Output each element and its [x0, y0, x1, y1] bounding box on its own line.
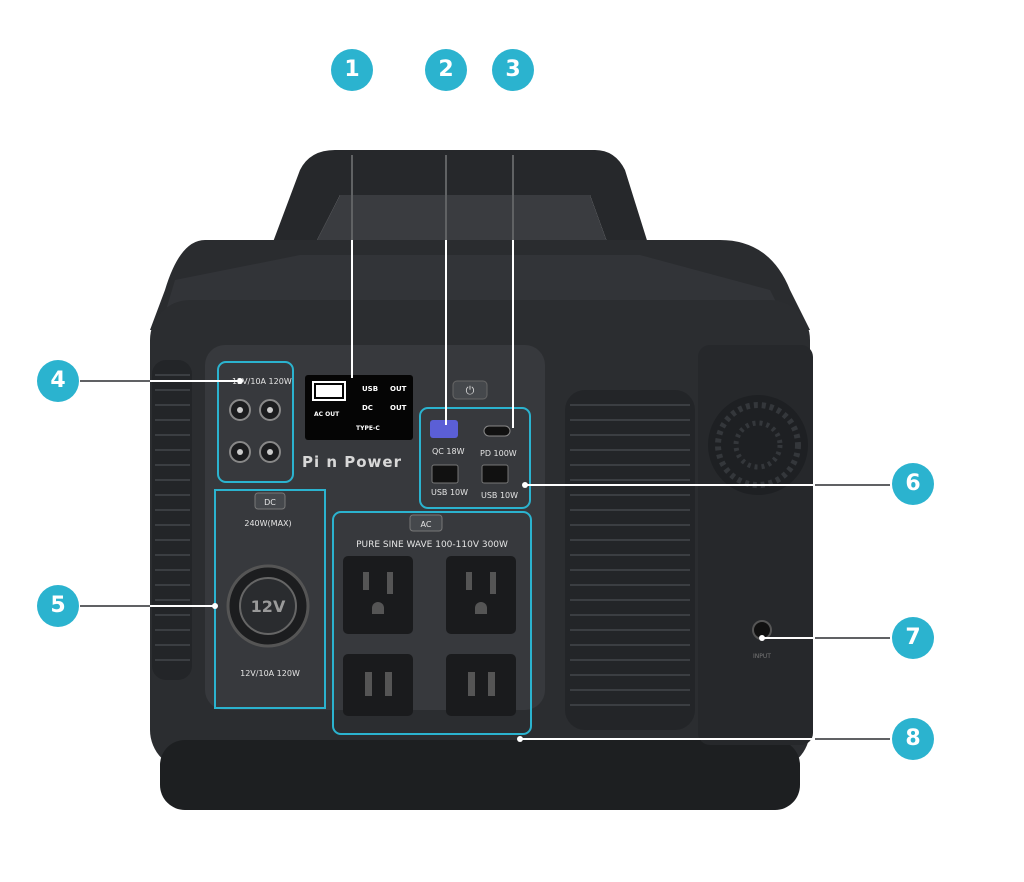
fan-vent-icon — [708, 395, 808, 495]
callout-6: 6 — [892, 463, 934, 505]
device-base — [160, 740, 800, 810]
qc-label: QC 18W — [432, 447, 465, 456]
callout-7: 7 — [892, 617, 934, 659]
usb2-label: USB 10W — [481, 491, 518, 500]
callout-2: 2 — [425, 49, 467, 91]
callout-3: 3 — [492, 49, 534, 91]
callout-5: 5 — [37, 585, 79, 627]
car-socket-frame — [214, 489, 326, 709]
ac-badge: AC — [421, 520, 432, 529]
usb-frame — [419, 407, 531, 509]
car-socket-rating: 12V/10A 120W — [240, 669, 300, 678]
left-grip — [152, 360, 192, 680]
right-grip — [565, 390, 695, 730]
dc-max-label: 240W(MAX) — [244, 519, 291, 528]
dc-barrel-ports — [229, 399, 281, 463]
lcd-ac-out-label: AC OUT — [314, 411, 340, 418]
input-label: INPUT — [753, 653, 771, 660]
lcd-typec-label: TYPE-C — [356, 425, 380, 432]
power-icon: ⏻ — [466, 384, 475, 397]
lcd-usb-label: USB — [362, 385, 378, 393]
pd-label: PD 100W — [480, 449, 517, 458]
ac-outlets — [343, 556, 516, 716]
usb1-label: USB 10W — [431, 488, 468, 497]
usb-port-2 — [481, 464, 509, 484]
callout-8: 8 — [892, 718, 934, 760]
lcd-out-label-2: OUT — [390, 404, 407, 412]
carry-handle — [270, 150, 650, 250]
power-button[interactable] — [452, 380, 488, 400]
ac-spec-label: PURE SINE WAVE 100-110V 300W — [356, 540, 508, 550]
car-socket-12v: 12V — [251, 597, 286, 616]
lcd-out-label-1: OUT — [390, 385, 407, 393]
qc-usb-port — [430, 420, 458, 438]
usbc-port — [483, 425, 511, 437]
callout-4: 4 — [37, 360, 79, 402]
side-panel — [698, 345, 813, 745]
usb-port-1 — [431, 464, 459, 484]
ac-frame — [332, 511, 532, 735]
dc-top-label: 12V/10A 120W — [232, 377, 292, 386]
dc-badge: DC — [264, 498, 276, 507]
brand-logo: Pi n Power — [302, 453, 402, 471]
battery-icon — [312, 381, 346, 401]
lcd-dc-label: DC — [362, 404, 373, 412]
callout-1: 1 — [331, 49, 373, 91]
dc-ports-frame — [217, 361, 294, 483]
